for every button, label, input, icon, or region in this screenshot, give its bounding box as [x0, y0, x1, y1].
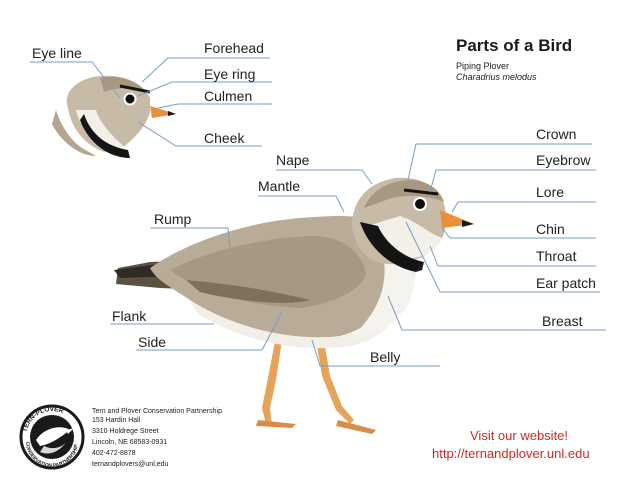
label-chin: Chin [536, 221, 565, 237]
website-cta: Visit our website! [470, 428, 568, 443]
org-name: Tern and Plover Conservation Partnership [92, 407, 222, 416]
species-scientific-name: Charadrius melodus [456, 72, 537, 82]
label-throat: Throat [536, 248, 576, 264]
label-flank: Flank [112, 308, 146, 324]
species-common-name: Piping Plover [456, 60, 509, 72]
org-email[interactable]: ternandplovers@unl.edu [92, 460, 168, 469]
website-link[interactable]: http://ternandplover.unl.edu [432, 446, 590, 461]
partnership-logo: TERN-PLOVER CONSERVATION PARTNERSHIP [21, 406, 83, 469]
label-eye-ring: Eye ring [204, 66, 255, 82]
org-address-line2: 3310 Holdrege Street [92, 427, 159, 436]
label-culmen: Culmen [204, 88, 252, 104]
diagram-title: Parts of a Bird [456, 36, 572, 56]
label-mantle: Mantle [258, 178, 300, 194]
label-crown: Crown [536, 126, 576, 142]
label-ear-patch: Ear patch [536, 275, 596, 291]
label-lore: Lore [536, 184, 564, 200]
label-belly: Belly [370, 349, 400, 365]
org-city: Lincoln, NE 68583-0931 [92, 438, 167, 447]
label-side: Side [138, 334, 166, 350]
label-eye-line: Eye line [32, 45, 82, 61]
label-eyebrow: Eyebrow [536, 152, 590, 168]
label-cheek: Cheek [204, 130, 244, 146]
label-rump: Rump [154, 211, 191, 227]
org-address-line1: 153 Hardin Hall [92, 416, 140, 425]
org-phone: 402-472-8878 [92, 449, 136, 458]
label-forehead: Forehead [204, 40, 264, 56]
label-breast: Breast [542, 313, 582, 329]
label-nape: Nape [276, 152, 309, 168]
